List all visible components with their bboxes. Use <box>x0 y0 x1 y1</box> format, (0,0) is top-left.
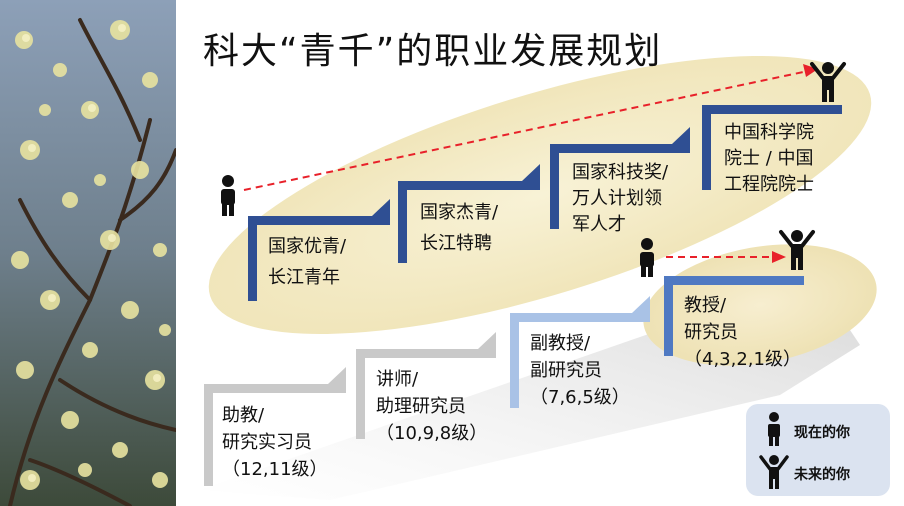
lower-step-3 <box>510 296 650 408</box>
person-now-icon <box>768 412 780 446</box>
person-now-icon <box>221 175 235 216</box>
page-title: 科大“青千”的职业发展规划 <box>203 31 663 72</box>
upper-step-3 <box>550 127 690 229</box>
legend: 现在的你 未来的你 <box>746 404 890 496</box>
person-future-icon <box>759 455 789 489</box>
lower-ellipse <box>643 244 877 366</box>
blossom-photo <box>0 0 176 506</box>
upper-label-2: 国家杰青/ 长江特聘 <box>420 202 499 254</box>
person-now-icon <box>640 238 654 277</box>
lower-label-4: 教授/ 研究员 （4,3,2,1级） <box>684 295 801 370</box>
upper-arrow <box>243 64 818 191</box>
upper-label-1: 国家优青/ 长江青年 <box>268 236 347 288</box>
person-future-icon <box>779 230 815 270</box>
legend-future-label: 未来的你 <box>794 467 850 483</box>
lower-step-2 <box>356 332 496 439</box>
upper-step-4 <box>702 105 842 190</box>
legend-now-label: 现在的你 <box>794 425 850 441</box>
lower-label-3: 副教授/ 副研究员 （7,6,5级） <box>530 333 630 408</box>
upper-step-1 <box>248 199 390 301</box>
lower-step-4 <box>664 276 804 356</box>
upper-step-2 <box>398 164 540 263</box>
person-future-icon <box>810 62 846 102</box>
lower-step-1 <box>204 367 346 486</box>
lower-label-1: 助教/ 研究实习员 （12,11级） <box>222 405 328 480</box>
lower-arrow <box>666 251 786 263</box>
upper-label-4: 中国科学院 院士 / 中国 工程院院士 <box>724 122 814 195</box>
upper-label-3: 国家科技奖/ 万人计划领 军人才 <box>572 162 669 235</box>
lower-label-2: 讲师/ 助理研究员 （10,9,8级） <box>376 369 488 444</box>
